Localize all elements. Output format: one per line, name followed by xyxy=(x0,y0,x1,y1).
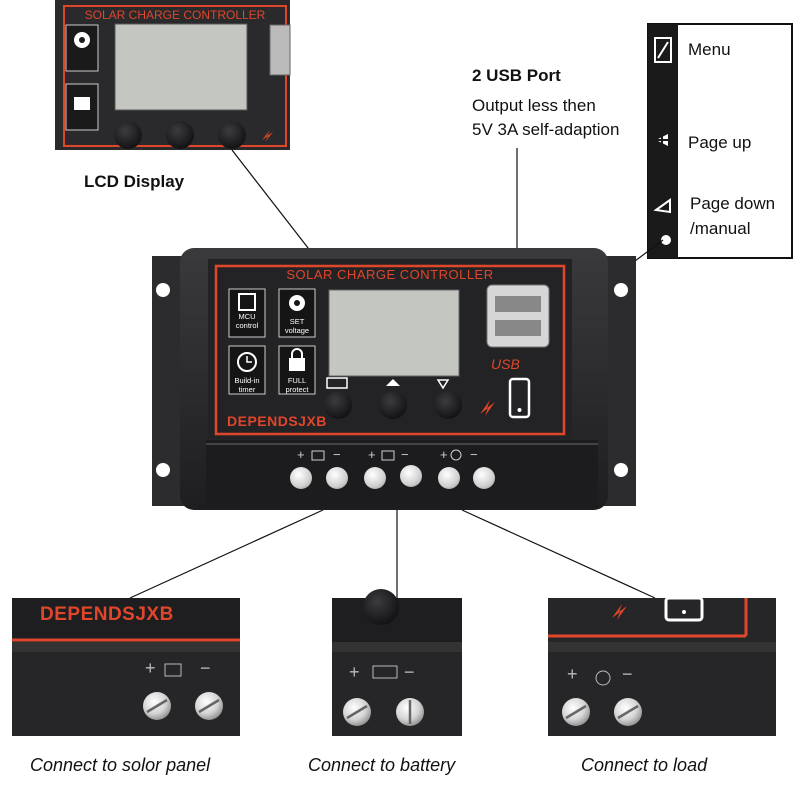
detail-solar-minus: − xyxy=(200,658,211,678)
battery-detail xyxy=(332,589,462,736)
battery-minus-sign: − xyxy=(401,447,409,462)
solar-panel-detail xyxy=(12,598,240,736)
menu-icon xyxy=(326,377,348,389)
menu-label: Menu xyxy=(688,40,731,59)
detail-load-plus: + xyxy=(567,664,578,684)
detail-solar-plus: + xyxy=(145,658,156,678)
solar-panel-icon xyxy=(164,663,182,677)
plus-icon xyxy=(386,379,400,386)
menu-icon xyxy=(654,37,672,63)
load-minus-sign: − xyxy=(470,447,478,462)
page-down-label: Page down xyxy=(690,194,776,213)
mount-hole-icon xyxy=(614,283,628,297)
solar-plus-sign: + xyxy=(297,447,305,462)
controller-title: SOLAR CHARGE CONTROLLER xyxy=(286,267,494,282)
mount-hole-icon xyxy=(614,463,628,477)
mount-hole-icon xyxy=(156,463,170,477)
mcu-chip-icon xyxy=(228,288,266,338)
usb-label: USB xyxy=(491,356,520,372)
terminal-screw[interactable] xyxy=(438,467,460,489)
phone-icon xyxy=(664,596,704,622)
lcd-callout: SOLAR CHARGE CONTROLLER xyxy=(55,0,291,150)
page-down-button[interactable] xyxy=(434,391,462,419)
callout-title-text: SOLAR CHARGE CONTROLLER xyxy=(85,8,266,22)
detail-battery-plus: + xyxy=(349,662,360,682)
lightning-icon xyxy=(612,604,627,620)
usb-output-line-1: Output less then xyxy=(472,96,596,115)
battery-icon xyxy=(381,450,395,461)
down-bulb-icon xyxy=(436,379,450,390)
down-bulb-icon xyxy=(653,198,671,214)
detail-brand: DEPENDSJXB xyxy=(40,604,174,625)
lightning-icon xyxy=(480,400,495,416)
solar-panel-icon xyxy=(311,450,325,461)
lcd-screen xyxy=(328,289,460,377)
bulb-icon xyxy=(595,670,611,686)
terminal-screw[interactable] xyxy=(326,467,348,489)
lcd-display-label: LCD Display xyxy=(84,172,185,191)
load-detail xyxy=(548,596,776,736)
solar-panel-caption: Connect to solor panel xyxy=(30,755,211,775)
load-plus-sign: + xyxy=(440,447,448,462)
bulb-icon xyxy=(450,449,462,461)
manual-label: /manual xyxy=(690,219,751,238)
usb-port-label: 2 USB Port xyxy=(472,66,561,85)
callout-lcd-screen xyxy=(114,23,248,111)
detail-battery-minus: − xyxy=(404,662,415,682)
load-caption: Connect to load xyxy=(581,755,708,775)
phone-icon xyxy=(508,377,531,419)
terminal-screw[interactable] xyxy=(364,467,386,489)
battery-icon xyxy=(372,665,398,679)
usb-port xyxy=(486,284,550,348)
buttons-callout xyxy=(647,23,793,259)
solar-minus-sign: − xyxy=(333,447,341,462)
controller-brand: DEPENDSJXB xyxy=(227,413,327,429)
terminal-screws xyxy=(290,465,510,491)
menu-button[interactable] xyxy=(324,391,352,419)
battery-caption: Connect to battery xyxy=(308,755,456,775)
page-up-button[interactable] xyxy=(379,391,407,419)
mount-hole-icon xyxy=(156,283,170,297)
detail-load-minus: − xyxy=(622,664,633,684)
terminal-screw[interactable] xyxy=(473,467,495,489)
solar-charge-controller xyxy=(152,248,636,510)
terminal-screw[interactable] xyxy=(290,467,312,489)
usb-output-line-2: 5V 3A self-adaption xyxy=(472,120,620,139)
battery-plus-sign: + xyxy=(368,447,376,462)
page-up-label: Page up xyxy=(688,133,752,152)
terminal-screw[interactable] xyxy=(400,465,422,487)
